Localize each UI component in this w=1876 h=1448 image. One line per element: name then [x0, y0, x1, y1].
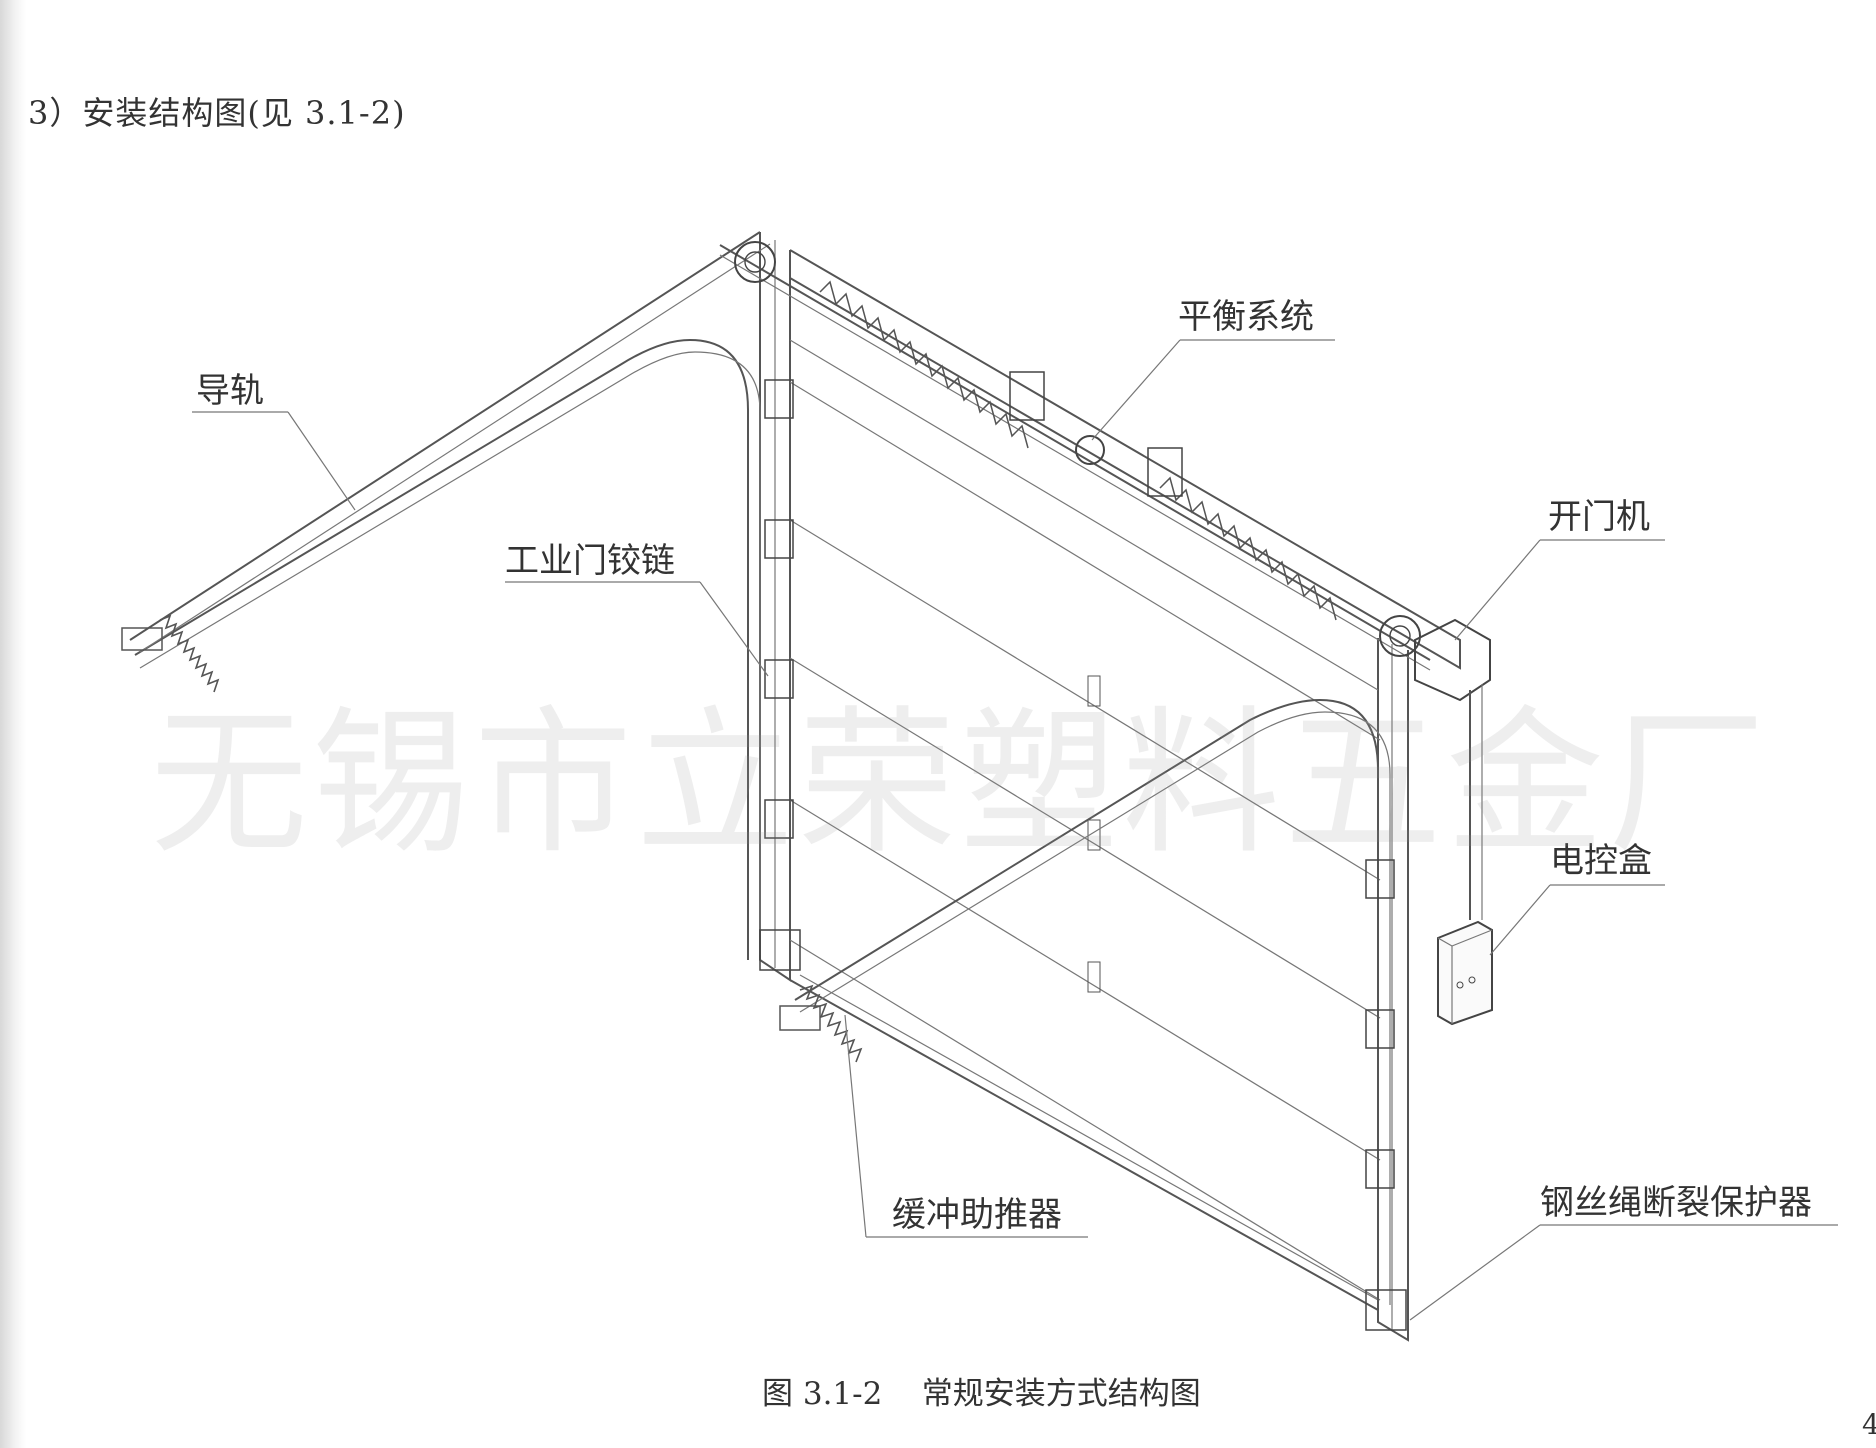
page-number: 4	[1862, 1408, 1876, 1441]
label-cable-protector: 钢丝绳断裂保护器	[1540, 1183, 1812, 1223]
label-guide-rail: 导轨	[196, 371, 264, 411]
label-hinge: 工业门铰链	[505, 541, 675, 581]
label-control-box: 电控盒	[1550, 841, 1652, 881]
figure-caption: 图 3.1-2 常规安装方式结构图	[762, 1376, 1201, 1412]
section-heading: 3）安装结构图(见 3.1-2)	[28, 94, 406, 132]
watermark: 无锡市立荣塑料五金厂	[150, 692, 1770, 876]
door-opener	[1414, 618, 1491, 920]
control-box	[1437, 920, 1493, 1026]
hinges-left	[759, 379, 801, 971]
guide-rail-right	[779, 698, 1391, 1310]
torsion-shaft	[719, 241, 1431, 671]
label-buffer: 缓冲助推器	[892, 1195, 1062, 1235]
leader-lines	[192, 339, 1838, 1321]
guide-rail-left	[121, 231, 771, 960]
label-balance-system: 平衡系统	[1178, 297, 1314, 337]
label-door-opener: 开门机	[1548, 497, 1650, 537]
page-edge-shadow	[0, 0, 26, 1448]
hinges-right	[1365, 859, 1407, 1331]
